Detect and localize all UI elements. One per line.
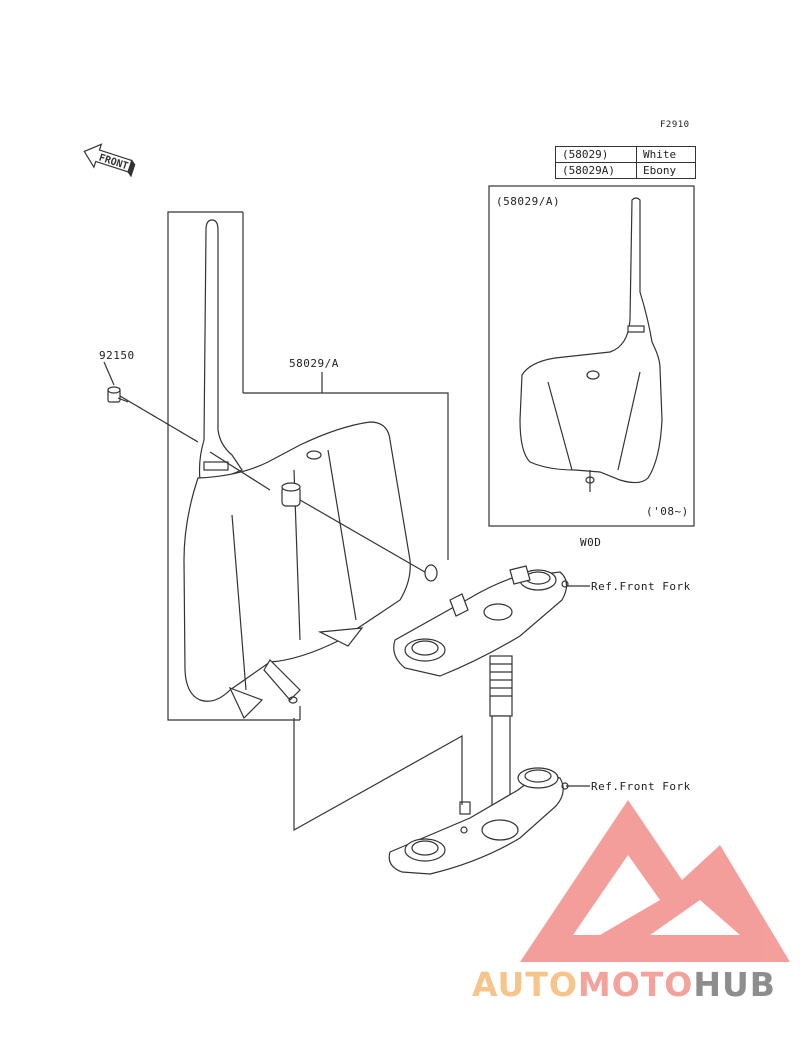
inset-number-plate xyxy=(519,197,663,492)
color-name-cell: White xyxy=(636,146,696,163)
inset-frame xyxy=(488,185,695,527)
table-row: (58029A) Ebony xyxy=(555,162,696,179)
part-label-plate[interactable]: 58029/A xyxy=(289,357,339,370)
logo-part-auto: AUTO xyxy=(472,965,578,1004)
front-arrow-icon: FRONT xyxy=(83,143,136,178)
logo-part-hub: HUB xyxy=(693,965,776,1004)
washer-part xyxy=(424,564,438,582)
table-row: (58029) White xyxy=(555,146,696,163)
color-name-cell: Ebony xyxy=(636,162,696,179)
bolt-part xyxy=(107,386,129,403)
inset-year: ('08~) xyxy=(646,505,689,518)
watermark-logo: AUTOMOTOHUB xyxy=(472,965,776,1004)
color-table: (58029) White (58029A) Ebony xyxy=(555,146,696,179)
ref-front-fork-lower[interactable]: Ref.Front Fork xyxy=(591,780,691,793)
region-code: W0D xyxy=(580,536,602,549)
bolt-leader-line xyxy=(119,395,199,443)
inset-title: (58029/A) xyxy=(496,195,561,208)
ref-front-fork-upper[interactable]: Ref.Front Fork xyxy=(591,580,691,593)
callout-frame xyxy=(167,211,300,721)
lower-triple-clamp xyxy=(388,767,569,875)
color-code-cell: (58029A) xyxy=(555,162,637,179)
upper-triple-clamp xyxy=(393,565,569,677)
color-code-cell: (58029) xyxy=(555,146,637,163)
number-plate-part xyxy=(183,219,411,720)
diagram-code: F2910 xyxy=(660,120,690,130)
watermark-triangle-icon xyxy=(520,800,790,962)
logo-part-moto: MOTO xyxy=(577,965,694,1004)
part-label-bolt[interactable]: 92150 xyxy=(99,349,135,362)
